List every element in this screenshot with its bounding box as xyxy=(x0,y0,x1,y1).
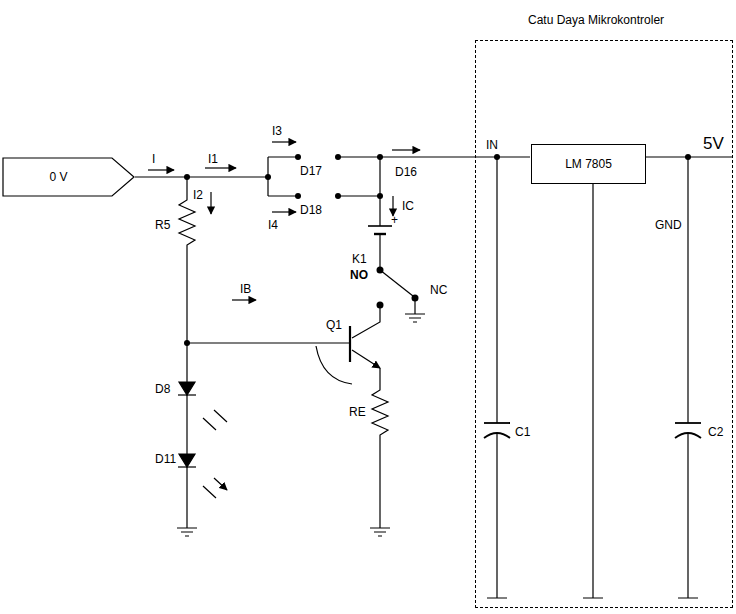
junction-dot xyxy=(377,154,383,160)
wire xyxy=(268,157,298,196)
wire xyxy=(338,156,530,157)
node-label: LM 7805 xyxy=(565,157,612,171)
regulator-box: LM 7805 xyxy=(531,144,646,184)
component-label: D18 xyxy=(300,203,322,217)
component-label: Q1 xyxy=(326,318,342,332)
component-label: GND xyxy=(655,218,682,232)
component-label: NC xyxy=(430,283,447,297)
wire xyxy=(187,342,350,343)
region-title: Catu Daya Mikrokontroler xyxy=(528,13,664,27)
current-arrow xyxy=(210,192,211,214)
component-label: C2 xyxy=(708,425,723,439)
wire xyxy=(186,395,187,454)
diode-terminal xyxy=(335,193,341,199)
wire xyxy=(338,195,380,196)
transistor-collector xyxy=(352,305,380,338)
junction-dot xyxy=(184,174,190,180)
wire xyxy=(379,157,380,226)
led-symbol xyxy=(179,454,195,467)
component-label: + xyxy=(391,213,398,227)
current-arrow xyxy=(272,141,296,142)
current-arrow xyxy=(232,299,256,300)
power-supply-region: Catu Daya MikrokontrolerLM 7805 xyxy=(475,40,733,608)
component-label: R5 xyxy=(155,218,170,232)
relay-terminal xyxy=(412,295,419,302)
diode-terminal xyxy=(295,193,301,199)
relay-terminal xyxy=(377,302,384,309)
wire xyxy=(135,176,268,177)
battery-symbol xyxy=(368,225,392,227)
component-label: IN xyxy=(486,138,498,152)
component-label: I4 xyxy=(268,218,278,232)
arc-mark xyxy=(316,346,352,384)
wire xyxy=(379,234,380,270)
component-label: 5V xyxy=(703,134,724,154)
resistor-symbol xyxy=(179,177,195,390)
junction-dot xyxy=(265,174,271,180)
relay-terminal xyxy=(377,267,384,274)
ground-symbol xyxy=(405,298,425,322)
component-label: RE xyxy=(349,405,366,419)
component-label: I1 xyxy=(208,152,218,166)
component-label: D17 xyxy=(300,164,322,178)
component-label: I3 xyxy=(272,124,282,138)
ground-symbol xyxy=(678,433,698,598)
junction-dot xyxy=(494,154,500,160)
component-label: I xyxy=(152,152,155,166)
ground-symbol xyxy=(583,183,603,598)
diode-terminal xyxy=(295,154,301,160)
transistor-emitter xyxy=(352,350,380,368)
current-arrow xyxy=(392,149,420,150)
light-arrow xyxy=(203,410,227,498)
ground-symbol xyxy=(370,528,390,536)
current-arrow xyxy=(148,169,174,170)
junction-dot xyxy=(685,154,691,160)
component-label: C1 xyxy=(515,425,530,439)
component-label: IC xyxy=(402,199,414,213)
input-terminal: 0 V xyxy=(2,157,135,197)
component-label: NO xyxy=(350,268,368,282)
component-label: IB xyxy=(240,282,251,296)
led-symbol xyxy=(179,382,195,395)
capacitor-symbol xyxy=(675,422,701,424)
wire xyxy=(496,157,497,423)
wire xyxy=(687,157,688,423)
ground-symbol xyxy=(177,467,197,536)
component-label: I2 xyxy=(193,188,203,202)
component-label: D16 xyxy=(395,165,417,179)
current-arrow xyxy=(205,167,236,168)
diode-terminal xyxy=(335,154,341,160)
capacitor-symbol xyxy=(484,422,510,424)
transistor-base xyxy=(349,326,351,362)
current-arrow xyxy=(272,211,296,212)
terminal-outline xyxy=(2,157,135,197)
component-label: D11 xyxy=(155,452,176,466)
component-label: K1 xyxy=(352,252,367,266)
ground-symbol xyxy=(487,433,507,598)
relay-contact xyxy=(380,270,413,296)
junction-dot xyxy=(377,193,383,199)
component-label: D8 xyxy=(155,382,170,396)
junction-dot xyxy=(184,340,190,346)
resistor-symbol xyxy=(372,368,388,528)
node-label: 0 V xyxy=(49,170,67,184)
